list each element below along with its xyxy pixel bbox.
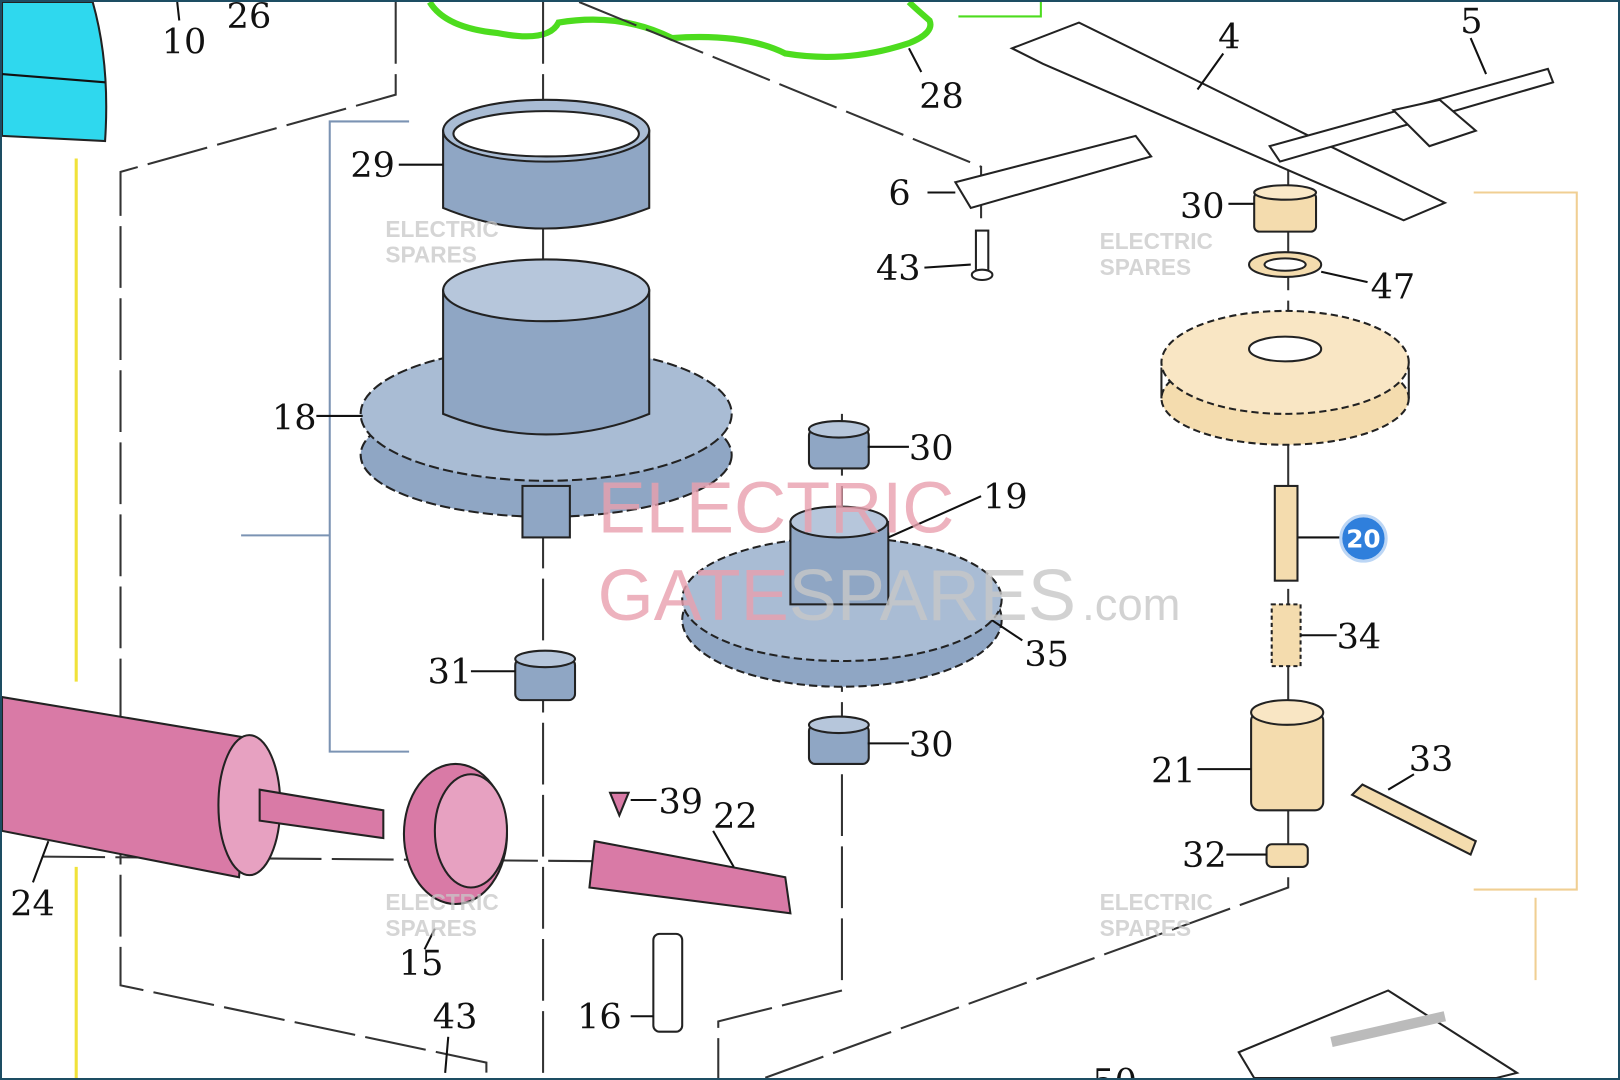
plate-part-6[interactable] xyxy=(953,134,1153,210)
callout-26: 26 xyxy=(227,2,272,37)
svg-text:20: 20 xyxy=(1346,525,1380,554)
callout-30-upper: 30 xyxy=(909,428,954,469)
bush-part-30-lower[interactable] xyxy=(807,715,870,765)
worm-part-22[interactable] xyxy=(588,839,792,915)
spring-part-34[interactable] xyxy=(1270,603,1302,668)
callout-30-lower: 30 xyxy=(909,725,954,766)
gear-part-18[interactable] xyxy=(359,258,733,539)
callout-43-bottom: 43 xyxy=(433,997,478,1038)
gear-part-35[interactable] xyxy=(681,505,1003,688)
gasket-part-28[interactable] xyxy=(427,2,934,61)
bracket-tan xyxy=(1473,191,1578,981)
callout-33: 33 xyxy=(1409,739,1454,780)
callout-22: 22 xyxy=(713,796,758,837)
callout-15: 15 xyxy=(399,943,444,984)
gear-part-tan[interactable] xyxy=(1160,309,1410,446)
svg-text:SPARES: SPARES xyxy=(1100,254,1192,280)
svg-text:SPARES: SPARES xyxy=(385,915,477,941)
bush-part-30-right[interactable] xyxy=(1253,184,1318,233)
svg-text:ELECTRIC: ELECTRIC xyxy=(385,216,498,242)
cover-part[interactable] xyxy=(2,2,108,143)
callout-30-right: 30 xyxy=(1180,186,1225,227)
callout-4: 4 xyxy=(1218,16,1240,57)
svg-text:SPARES: SPARES xyxy=(385,242,477,268)
bracket-blue xyxy=(241,120,410,753)
callout-35: 35 xyxy=(1024,634,1069,675)
coupling-part-15[interactable] xyxy=(402,762,509,906)
callout-24: 24 xyxy=(10,883,55,924)
shaft-part-16[interactable] xyxy=(652,932,684,1033)
callout-19: 19 xyxy=(983,477,1028,518)
bush-part-30-upper[interactable] xyxy=(807,420,870,470)
callout-28: 28 xyxy=(919,76,964,117)
pin-part-20[interactable] xyxy=(1273,484,1299,582)
svg-text:GATESPARES.com: GATESPARES.com xyxy=(598,556,1181,636)
svg-text:ELECTRIC: ELECTRIC xyxy=(1100,228,1213,254)
callout-21: 21 xyxy=(1151,751,1196,792)
screw-part-43[interactable] xyxy=(970,229,994,282)
manual-booklet[interactable] xyxy=(1237,989,1520,1078)
svg-text:ELECTRIC: ELECTRIC xyxy=(598,468,955,548)
washer-part-32[interactable] xyxy=(1265,843,1309,868)
callout-10: 10 xyxy=(162,21,207,62)
svg-text:ELECTRIC: ELECTRIC xyxy=(1100,889,1213,915)
callout-43-top: 43 xyxy=(876,248,921,289)
bush-part-31[interactable] xyxy=(514,649,577,702)
callout-47: 47 xyxy=(1371,267,1416,308)
washer-part-47[interactable] xyxy=(1248,251,1323,278)
callout-20-badge[interactable]: 20 xyxy=(1339,514,1388,563)
callout-29: 29 xyxy=(350,145,395,186)
key-part-33[interactable] xyxy=(1350,783,1478,856)
callout-6: 6 xyxy=(888,173,910,214)
svg-text:ELECTRIC: ELECTRIC xyxy=(385,889,498,915)
svg-text:SPARES: SPARES xyxy=(1100,915,1192,941)
grub-part-39[interactable] xyxy=(608,791,631,819)
motor-part-24[interactable] xyxy=(2,695,385,879)
callout-31: 31 xyxy=(428,652,473,693)
callout-5: 5 xyxy=(1460,2,1482,42)
pinion-part-21[interactable] xyxy=(1250,699,1325,812)
watermark-center: ELECTRIC GATESPARES.com xyxy=(598,468,1181,635)
callout-34: 34 xyxy=(1337,617,1382,658)
callout-50: 50 xyxy=(1092,1061,1137,1078)
ring-part-29[interactable] xyxy=(442,98,651,230)
callout-32: 32 xyxy=(1182,835,1227,876)
callout-39: 39 xyxy=(659,781,704,822)
callout-18: 18 xyxy=(272,397,317,438)
lever-part-4[interactable] xyxy=(1009,21,1555,222)
callout-16: 16 xyxy=(577,997,622,1038)
